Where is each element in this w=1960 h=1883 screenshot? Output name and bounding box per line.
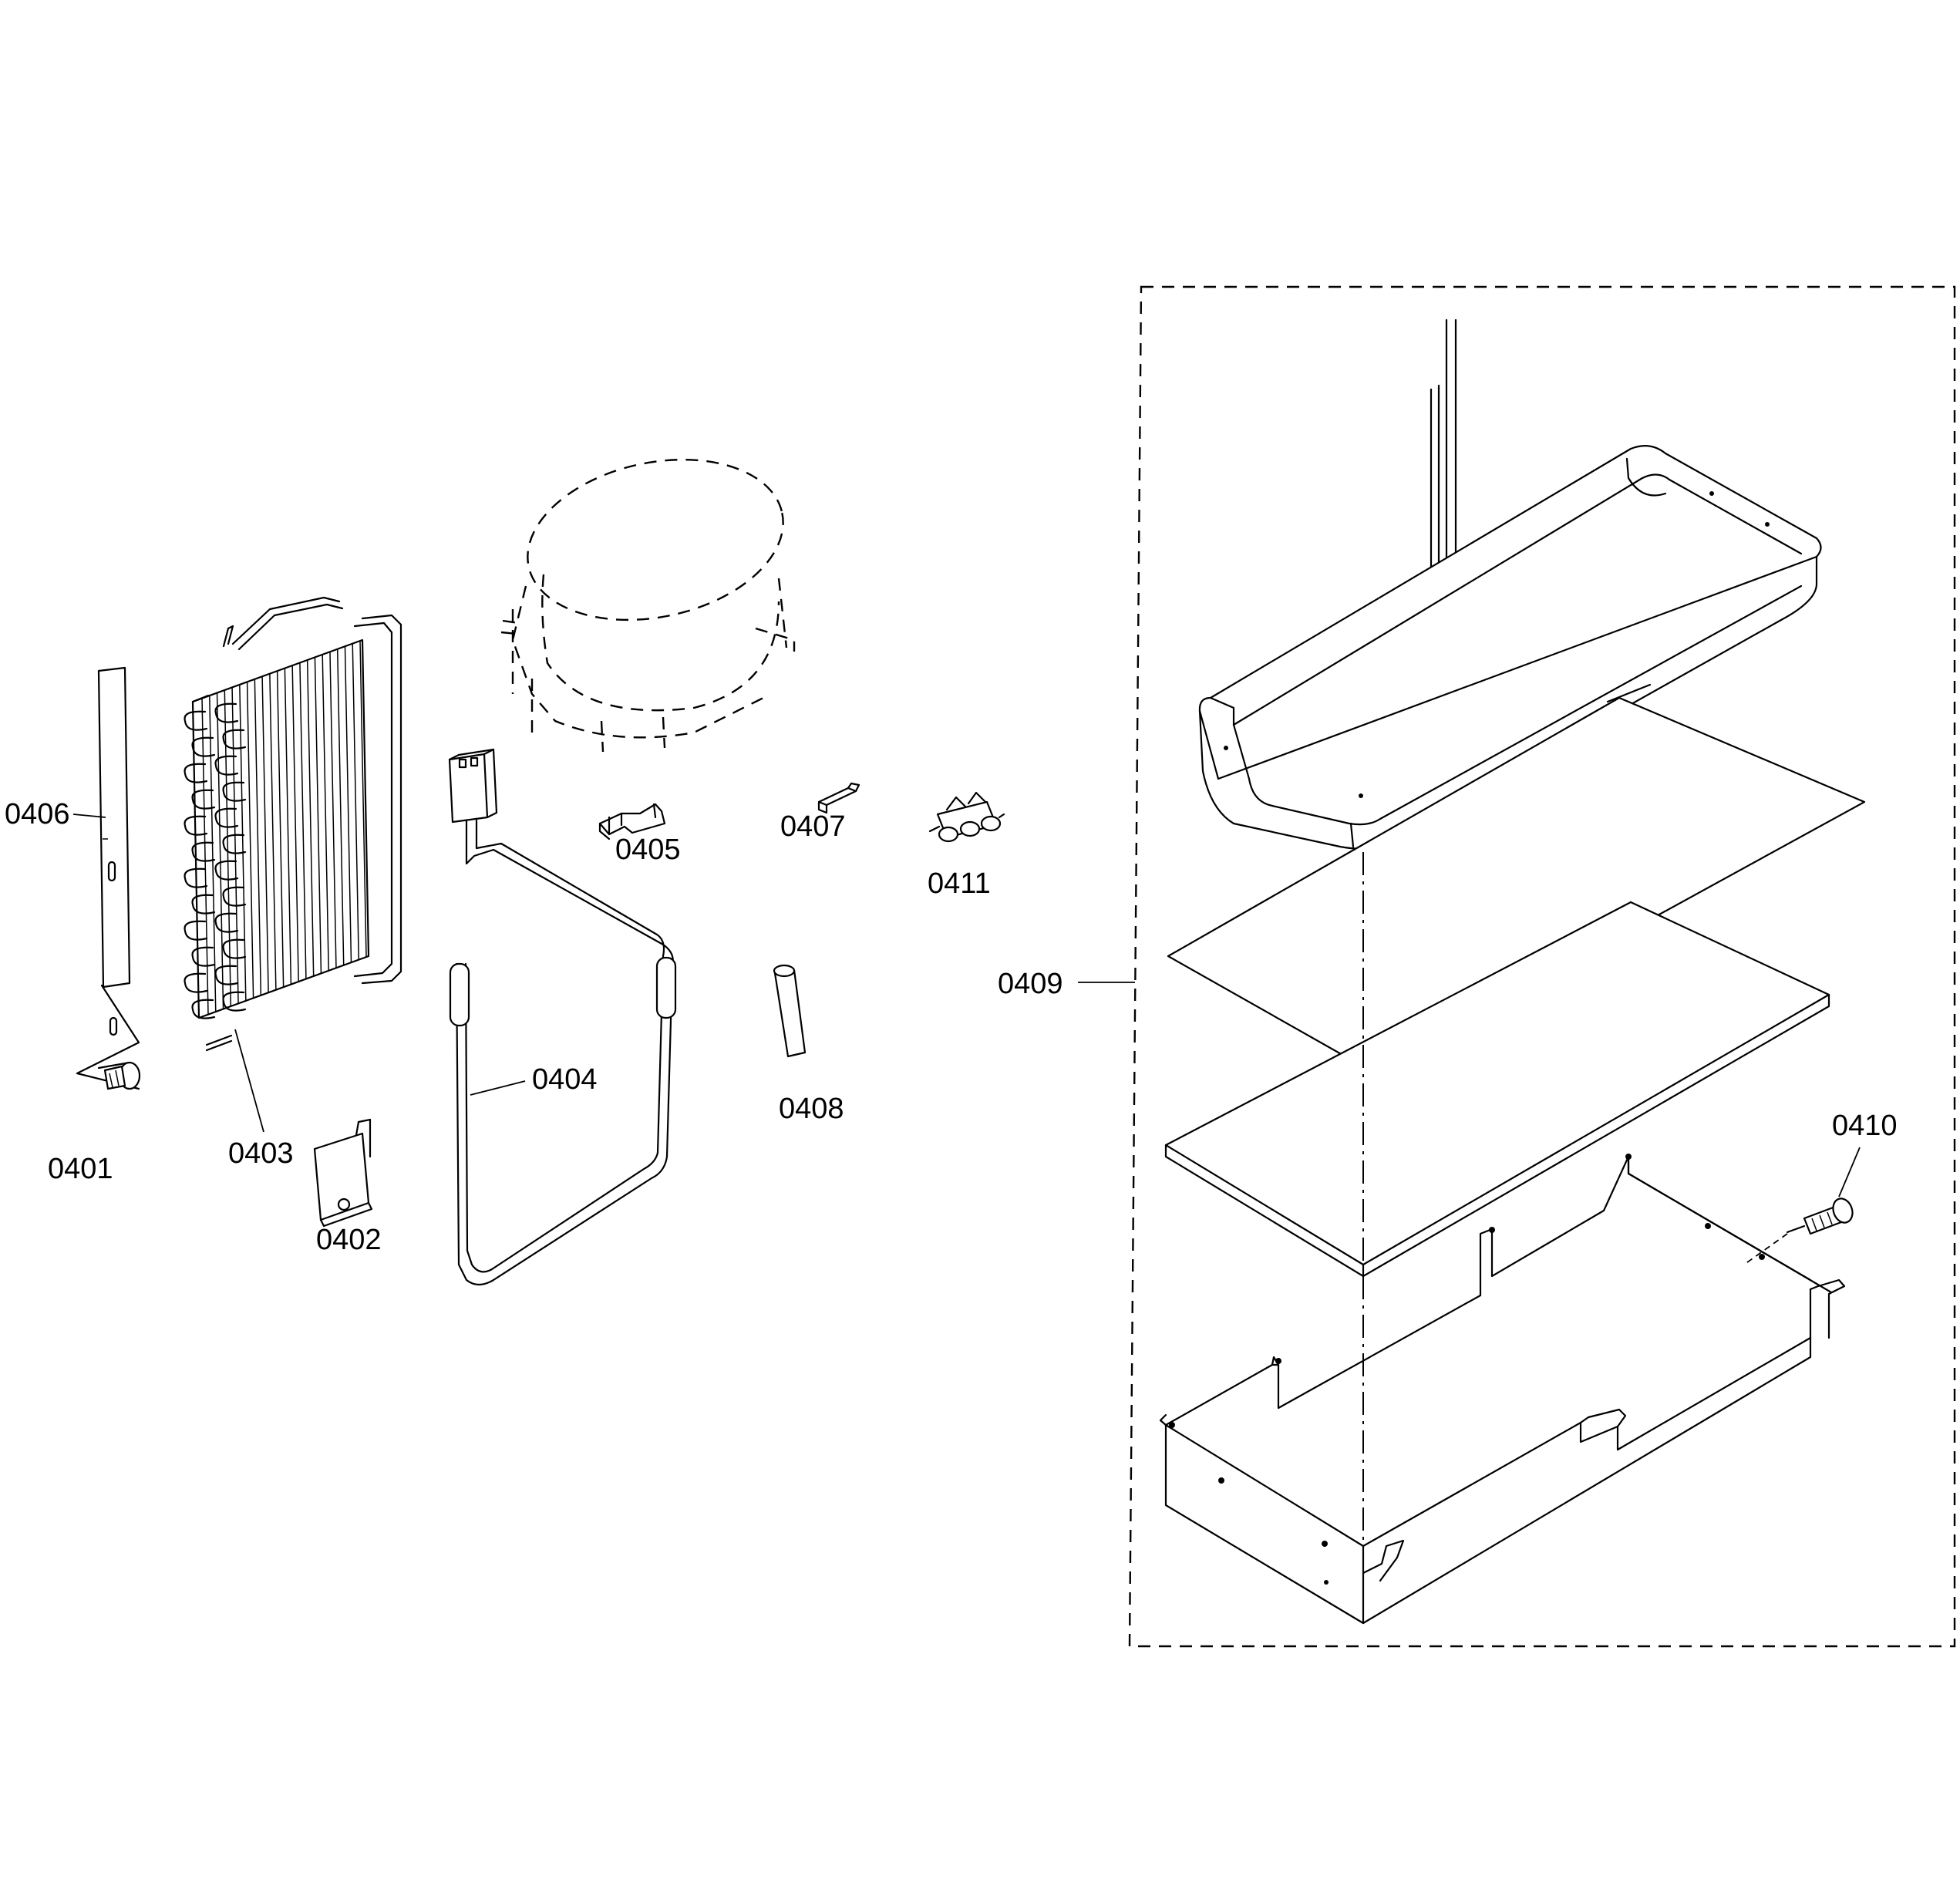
coil-bend	[214, 860, 239, 881]
label-0406: 0406	[5, 798, 70, 830]
leader-0403	[234, 1029, 264, 1133]
fin-line	[291, 665, 299, 982]
label-0410: 0410	[1832, 1110, 1898, 1142]
fin-line	[299, 662, 307, 979]
part-0401-screw	[97, 1061, 141, 1090]
fin-line	[359, 640, 367, 958]
fin-line	[201, 697, 209, 1015]
leader-0410	[1838, 1147, 1861, 1198]
label-0401: 0401	[48, 1153, 113, 1185]
coil-bend	[214, 807, 239, 828]
label-0409: 0409	[998, 968, 1063, 1000]
assembly-0409-boundary	[1128, 285, 1956, 1648]
coil-bend	[222, 938, 247, 959]
fin-line	[254, 679, 262, 995]
fin-line	[239, 684, 247, 1001]
fin-line	[216, 692, 224, 1009]
leader-0404	[470, 1080, 526, 1096]
fin-line	[352, 643, 359, 960]
fin-line	[224, 689, 232, 1006]
fin-line	[336, 648, 345, 965]
part-0404-defrost-heater	[448, 748, 677, 1286]
coil-bend	[191, 841, 216, 862]
fin-line	[329, 652, 337, 968]
coil-bend	[214, 755, 239, 776]
coil-bend	[184, 763, 208, 783]
coil-bend	[214, 965, 239, 985]
fin-line	[322, 654, 329, 971]
coil-bend	[222, 781, 247, 802]
evaporator-fins	[201, 640, 367, 1015]
fin-line	[284, 668, 292, 985]
coil-bend	[191, 789, 216, 810]
part-0406-bracket-strip	[76, 666, 140, 1090]
coil-bend	[222, 729, 247, 749]
coil-bend	[222, 834, 247, 854]
coil-bend	[184, 710, 208, 731]
part-0402-clip-bracket	[313, 1118, 373, 1228]
coil-bend	[191, 946, 216, 967]
label-0403: 0403	[228, 1137, 294, 1170]
label-0408: 0408	[779, 1093, 844, 1125]
coil-bend	[191, 736, 216, 757]
part-0405-small-bracket	[598, 803, 666, 840]
fin-line	[306, 659, 315, 976]
part-0411-clamp	[928, 791, 1005, 843]
coil-bend	[184, 972, 208, 993]
leader-0406	[72, 813, 106, 818]
label-0402: 0402	[316, 1224, 382, 1256]
fin-line	[314, 657, 322, 974]
fin-line	[246, 681, 254, 998]
coil-bend	[191, 999, 216, 1019]
coil-bend	[214, 912, 239, 933]
coil-bend	[184, 867, 208, 888]
label-0411: 0411	[928, 867, 991, 900]
evaporator-return-bends	[184, 702, 247, 1019]
fin-line	[261, 675, 269, 992]
coil-bend	[222, 991, 247, 1012]
compressor-dashed-outline	[500, 458, 796, 753]
part-0410-screw	[1743, 1198, 1854, 1265]
coil-bend	[184, 815, 208, 836]
coil-bend	[191, 894, 216, 915]
coil-bend	[222, 886, 247, 907]
fin-line	[276, 670, 285, 987]
fin-line	[231, 686, 239, 1003]
coil-bend	[214, 702, 239, 723]
part-0409-base-pan	[1159, 1154, 1846, 1625]
label-0404: 0404	[532, 1063, 598, 1096]
label-0407: 0407	[780, 810, 846, 843]
fin-line	[344, 646, 352, 963]
fin-line	[269, 673, 277, 990]
part-0408-tube	[773, 964, 807, 1058]
coil-bend	[184, 920, 208, 941]
part-0403-evaporator-coil	[184, 596, 402, 1052]
part-0407-clip	[817, 782, 860, 814]
fin-line	[209, 695, 217, 1012]
label-0405: 0405	[615, 834, 681, 866]
